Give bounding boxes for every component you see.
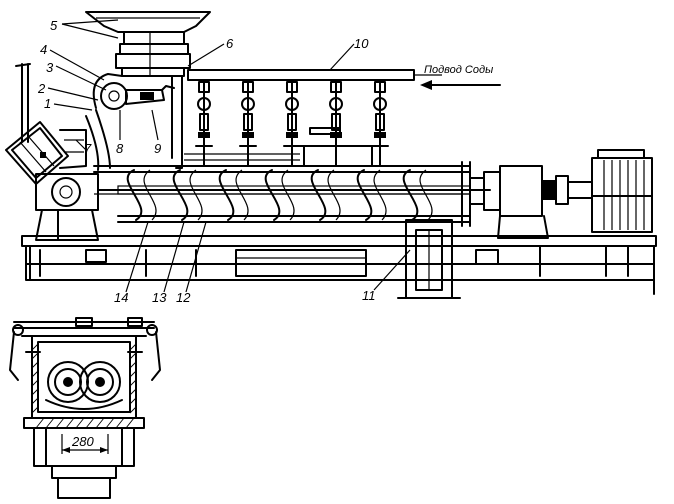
coupling <box>469 165 593 239</box>
hatch-line <box>129 352 137 360</box>
hatch-line <box>31 343 39 351</box>
feed-chute <box>85 73 183 171</box>
gear-reducer <box>591 149 653 233</box>
callout-8: 8 <box>116 141 124 156</box>
auger-flight-edge <box>373 169 387 221</box>
valve-body <box>242 81 254 93</box>
twin-screw-section <box>45 361 123 410</box>
hatch-line <box>31 370 39 378</box>
valve-body <box>330 81 342 93</box>
section-hatching <box>31 343 137 429</box>
water-manifold <box>187 69 501 90</box>
hatch-line <box>85 417 95 429</box>
auger-flight-edge <box>281 169 295 221</box>
auger-flight <box>402 169 419 221</box>
callout-4: 4 <box>40 42 47 57</box>
valve-nipple <box>287 113 297 131</box>
callout-11: 11 <box>362 288 376 303</box>
hatch-line <box>95 417 105 429</box>
auger-flight <box>310 169 327 221</box>
valve-handwheel <box>329 97 343 111</box>
tilted-motor <box>5 121 87 185</box>
callout-7: 7 <box>84 141 92 156</box>
hatch-line <box>31 379 39 387</box>
left-post <box>15 63 31 143</box>
valve-nut <box>242 132 254 138</box>
callout-12: 12 <box>176 290 191 305</box>
valve-nipple <box>331 113 341 131</box>
leader-lines <box>47 19 411 293</box>
hatch-line <box>125 417 135 429</box>
valve-handwheel <box>241 97 255 111</box>
valve-nipple <box>243 113 253 131</box>
screw-auger <box>117 169 471 221</box>
side-view: 5 4 3 2 1 7 8 9 6 10 Подвод Соды 14 13 1… <box>5 11 657 305</box>
valve-handwheel <box>285 97 299 111</box>
hatch-line <box>115 417 125 429</box>
valve-body <box>198 81 210 93</box>
auger-flight <box>264 169 281 221</box>
callout-2: 2 <box>37 81 46 96</box>
callout-6: 6 <box>226 36 234 51</box>
auger-flight <box>218 169 235 221</box>
inlet-note: Подвод Соды <box>424 64 493 76</box>
hatch-line <box>31 352 39 360</box>
valve-nut <box>374 132 386 138</box>
auger-flight <box>172 169 189 221</box>
section-base <box>23 417 145 499</box>
hatch-line <box>31 397 39 405</box>
base-frame <box>21 235 657 295</box>
valve-handwheel <box>373 97 387 111</box>
auger-flight <box>126 169 143 221</box>
top-rail <box>9 317 161 381</box>
hopper <box>85 11 211 77</box>
hatch-line <box>105 417 115 429</box>
dimension-label: 280 <box>71 434 94 449</box>
hatch-line <box>129 361 137 369</box>
hatch-line <box>129 343 137 351</box>
valve-handwheel <box>197 97 211 111</box>
left-bearing <box>35 173 99 241</box>
callout-13: 13 <box>152 290 167 305</box>
hatch-line <box>129 370 137 378</box>
hatch-line <box>31 388 39 396</box>
valve-nut <box>286 132 298 138</box>
hatch-line <box>31 406 39 414</box>
valve-nipple <box>199 113 209 131</box>
auger-flight-edge <box>419 169 433 221</box>
valve-nut <box>198 132 210 138</box>
hatch-line <box>55 417 65 429</box>
discharge-spout <box>397 219 461 299</box>
auger-flight-edge <box>143 169 157 221</box>
hatch-line <box>35 417 45 429</box>
hatch-line <box>129 379 137 387</box>
cross-section-view: 280 <box>9 317 161 499</box>
auger-flight-edge <box>189 169 203 221</box>
auger-flight-edge <box>327 169 341 221</box>
callout-9: 9 <box>154 141 161 156</box>
section-housing <box>21 335 147 419</box>
hatch-line <box>31 361 39 369</box>
hatch-line <box>75 417 85 429</box>
callout-10: 10 <box>354 36 369 51</box>
auger-flight <box>356 169 373 221</box>
callout-14: 14 <box>114 290 128 305</box>
callout-3: 3 <box>46 60 54 75</box>
callout-5: 5 <box>50 18 58 33</box>
auger-flight-edge <box>235 169 249 221</box>
hatch-line <box>129 397 137 405</box>
callout-1: 1 <box>44 96 51 111</box>
top-cover <box>184 127 377 167</box>
valve-body <box>374 81 386 93</box>
dimension-280: 280 <box>61 434 109 454</box>
hatch-line <box>45 417 55 429</box>
valve-body <box>286 81 298 93</box>
hatch-line <box>65 417 75 429</box>
valve-row <box>195 79 389 167</box>
hatch-line <box>129 406 137 414</box>
hatch-line <box>129 388 137 396</box>
valve-nipple <box>375 113 385 131</box>
